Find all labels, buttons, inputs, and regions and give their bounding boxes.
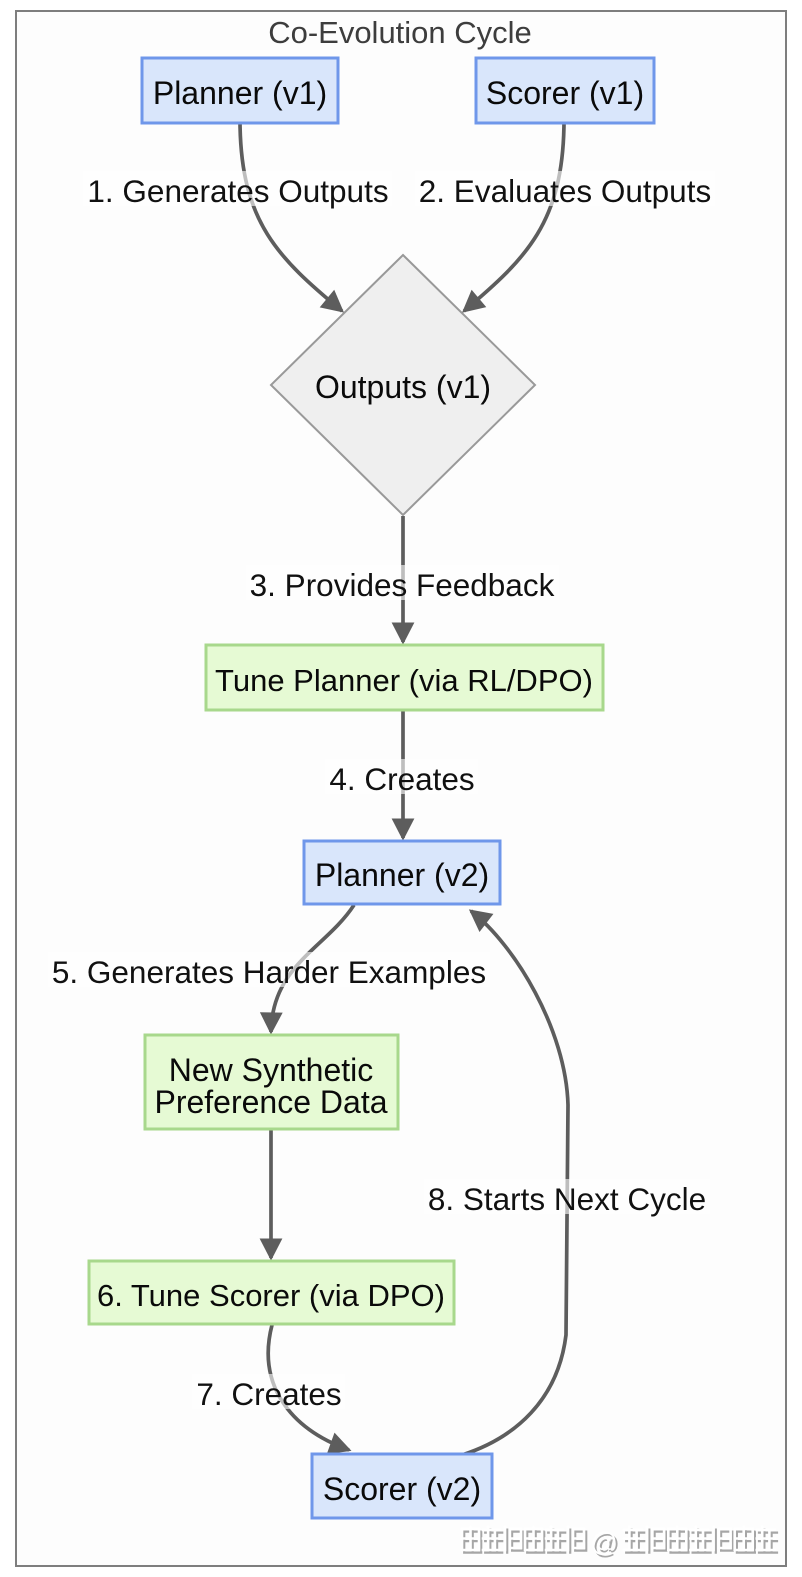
svg-text:1. Generates Outputs: 1. Generates Outputs	[87, 173, 388, 209]
svg-text:Scorer (v2): Scorer (v2)	[323, 1471, 481, 1507]
svg-text:Scorer (v1): Scorer (v1)	[486, 75, 644, 111]
svg-text:2. Evaluates Outputs: 2. Evaluates Outputs	[419, 173, 711, 209]
svg-text:Planner (v1): Planner (v1)	[153, 75, 327, 111]
svg-text:Preference Data: Preference Data	[154, 1084, 387, 1120]
svg-text:Planner (v2): Planner (v2)	[315, 857, 489, 893]
svg-text:Co-Evolution Cycle: Co-Evolution Cycle	[268, 15, 532, 50]
svg-text:5. Generates Harder Examples: 5. Generates Harder Examples	[52, 954, 486, 990]
svg-text:8. Starts Next Cycle: 8. Starts Next Cycle	[428, 1181, 706, 1217]
svg-text:Tune Planner (via RL/DPO): Tune Planner (via RL/DPO)	[215, 663, 593, 698]
svg-text:3. Provides Feedback: 3. Provides Feedback	[250, 567, 555, 603]
svg-text:@: @	[592, 1530, 619, 1560]
svg-text:Outputs (v1): Outputs (v1)	[315, 369, 491, 405]
svg-text:7. Creates: 7. Creates	[196, 1376, 341, 1412]
svg-text:6. Tune Scorer (via DPO): 6. Tune Scorer (via DPO)	[97, 1278, 445, 1313]
svg-text:@: @	[590, 1527, 617, 1557]
svg-text:New Synthetic: New Synthetic	[169, 1052, 374, 1088]
svg-text:4. Creates: 4. Creates	[329, 761, 474, 797]
